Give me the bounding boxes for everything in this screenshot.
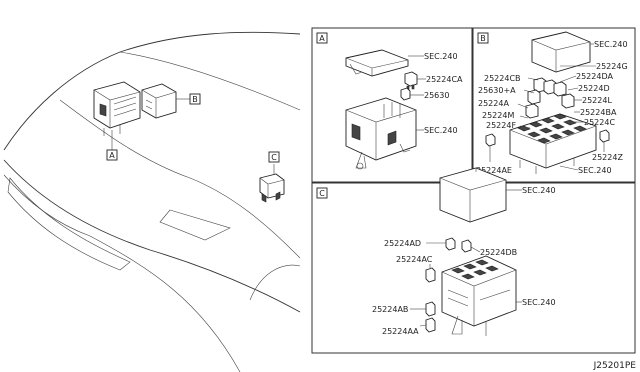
panel-a-base (345, 97, 417, 170)
panel-b-frame (472, 27, 636, 183)
label-c-db: 25224DB (480, 248, 517, 257)
headlight-outline (7, 177, 131, 271)
label-a-cover: SEC.240 (424, 52, 458, 61)
panel-b-part-ae (485, 133, 496, 147)
panel-b-part-z (599, 129, 610, 143)
label-c-ab: 25224AB (372, 305, 408, 314)
overview-tag-a-box (106, 149, 118, 161)
panel-a-relay (404, 71, 418, 91)
hood-crease (59, 99, 301, 259)
label-c-sec-top: SEC.240 (522, 186, 556, 195)
overview-tag-b: B (192, 95, 198, 104)
label-b-a: 25224A (478, 99, 509, 108)
label-a-relay: 25224CA (426, 75, 463, 84)
panel-c-tag: C (319, 189, 325, 198)
label-b-sec-top: SEC.240 (594, 40, 628, 49)
label-a-clip: 25630 (424, 91, 449, 100)
label-b-l: 25224L (582, 96, 612, 105)
overview-tag-c: C (271, 153, 277, 162)
panel-a-tag: A (319, 34, 325, 43)
panel-b-fuse-block (509, 113, 597, 174)
panel-c-part-aa (425, 317, 436, 333)
overview-fusebox-a (93, 81, 141, 136)
label-b-c: 25224C (584, 118, 615, 127)
label-b-da: 25224DA (576, 72, 613, 81)
label-b-ba: 25224BA (580, 108, 617, 117)
overview-tag-a: A (109, 151, 115, 160)
panel-c-part-ad (445, 237, 456, 251)
panel-c-base (441, 255, 517, 336)
label-b-m: 25224M (482, 111, 514, 120)
panel-b-tag: B (480, 34, 486, 43)
label-b-plus-a: 25630+A (478, 86, 516, 95)
panel-c-part-ab (425, 301, 436, 317)
label-b-sec-bottom: SEC.240 (578, 166, 612, 175)
panel-a-frame (311, 27, 473, 183)
label-b-f: 25224F (486, 121, 516, 130)
panel-a: A SEC.240 25224CA 25630 (316, 32, 463, 170)
bumper-line (89, 235, 241, 372)
panel-b-relays (525, 77, 575, 119)
panel-c-part-db (461, 239, 472, 253)
vehicle-overview: B A C (3, 31, 301, 372)
panel-c-cover (439, 167, 507, 223)
panel-a-clip (400, 87, 411, 101)
panel-b-cover (531, 31, 591, 73)
label-b-z: 25224Z (592, 153, 623, 162)
overview-relay-c (259, 173, 285, 203)
panel-a-cover (345, 49, 409, 77)
wheel-arch (249, 264, 301, 301)
label-b-g: 25224G (596, 62, 628, 71)
diagram-id: J25201PE (593, 361, 637, 371)
label-c-ad: 25224AD (384, 239, 421, 248)
fender-line (3, 174, 91, 237)
label-b-d: 25224D (578, 84, 610, 93)
panel-c-part-ac (425, 267, 436, 283)
panel-c: C SEC.240 25224AD 25224DB 2522 (316, 167, 556, 336)
label-b-cb: 25224CB (484, 74, 521, 83)
label-c-sec-mid: SEC.240 (522, 298, 556, 307)
label-a-base: SEC.240 (424, 126, 458, 135)
hood-edge (3, 159, 301, 313)
overview-tag-c-box (268, 151, 280, 163)
windshield-line (119, 51, 301, 111)
label-b-ae: 25224AE (476, 166, 512, 175)
label-c-ac: 25224AC (396, 255, 433, 264)
label-c-aa: 25224AA (382, 327, 419, 336)
grille-line (159, 209, 231, 241)
overview-fusebox-b (141, 83, 177, 119)
panel-b: B SEC.240 25224G (476, 31, 628, 175)
overview-tag-b-box (189, 93, 201, 105)
